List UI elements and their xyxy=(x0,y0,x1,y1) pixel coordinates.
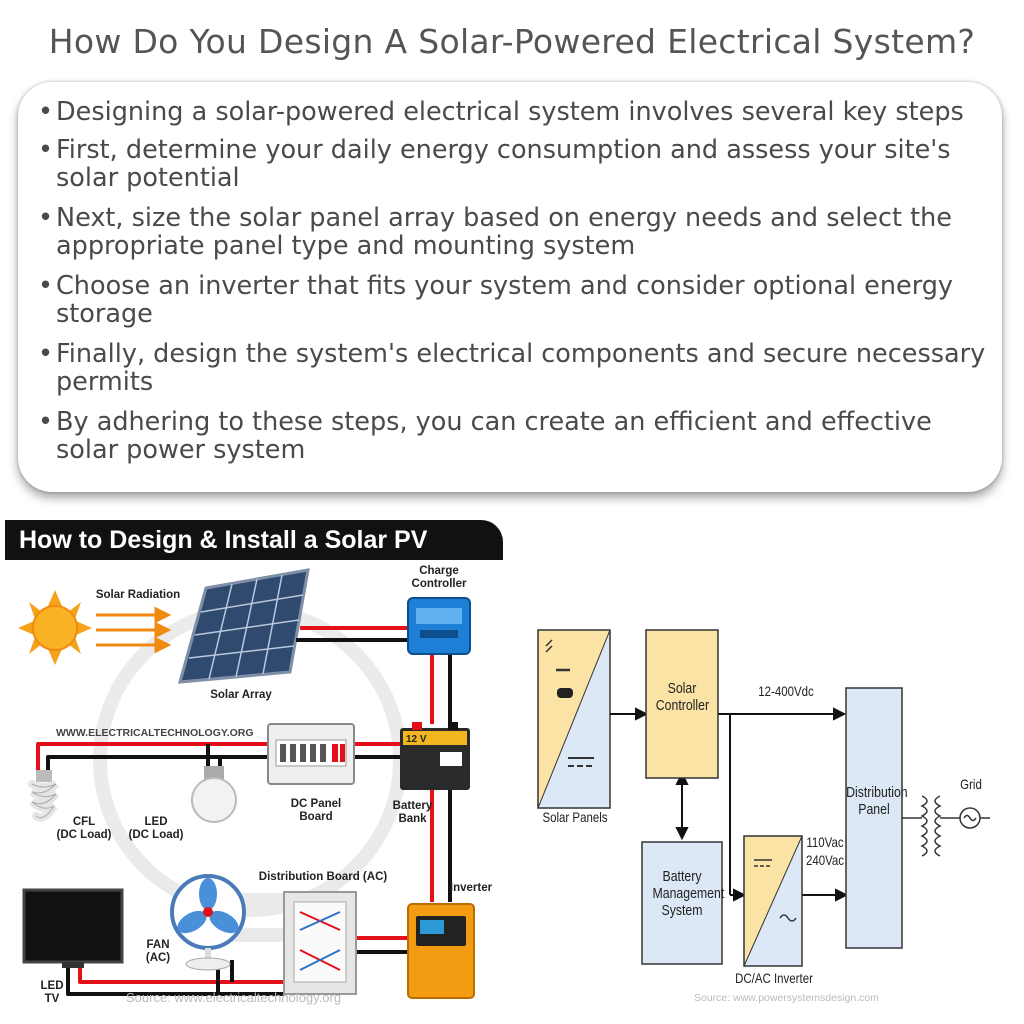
solar-array-label: Solar Array xyxy=(210,689,272,701)
website-label: WWW.ELECTRICALTECHNOLOGY.ORG xyxy=(56,727,254,739)
solar-panels-label: Solar Panels xyxy=(542,809,608,825)
right-source-label: Source: www.powersystemsdesign.com xyxy=(694,992,879,1004)
led-tv-icon xyxy=(22,888,124,968)
wire-dcpanel-loads-red xyxy=(36,742,268,770)
grid-source-icon xyxy=(959,807,990,829)
led-load-label: (DC Load) xyxy=(128,829,184,841)
fan-ac-label: (AC) xyxy=(145,952,171,964)
bullet-item: Choose an inverter that fits your system… xyxy=(38,272,998,328)
grid-label: Grid xyxy=(960,776,982,792)
battery-bank-label: Battery Bank xyxy=(392,800,433,825)
inverter-icon xyxy=(407,903,475,999)
wire-distribution-tv-red xyxy=(78,966,284,984)
transformer-icon xyxy=(902,795,960,857)
cfl-load-label: (DC Load) xyxy=(56,829,112,841)
bullet-item: By adhering to these steps, you can crea… xyxy=(38,408,998,464)
cfl-label: CFL xyxy=(72,816,96,828)
dc-panel-board-label: DC Panel Board xyxy=(290,798,342,823)
solar-array-icon xyxy=(177,568,310,684)
solar-controller-label: Solar Controller xyxy=(655,680,710,714)
bullet-item: Next, size the solar panel array based o… xyxy=(38,204,998,260)
left-source-label: Source: www.electricaltechnology.org xyxy=(126,990,342,1005)
summary-bullet-list: Designing a solar-powered electrical sys… xyxy=(38,98,998,476)
battery-voltage-label: 12 V xyxy=(406,734,427,745)
fan-label: FAN xyxy=(146,939,170,951)
ac-voltage-110-label: 110Vac xyxy=(806,834,844,850)
charge-controller-icon xyxy=(407,597,471,655)
solar-panels-block xyxy=(537,629,611,809)
bullet-item: Designing a solar-powered electrical sys… xyxy=(38,98,998,126)
sun-icon xyxy=(18,590,92,665)
distribution-board-label: Distribution Board (AC) xyxy=(258,871,388,883)
led-tv-label: LED TV xyxy=(40,980,64,1005)
led-label: LED xyxy=(144,816,168,828)
battery-icon xyxy=(400,722,470,790)
dc-panel-board-icon xyxy=(267,723,355,785)
fan-icon xyxy=(170,874,246,971)
cfl-bulb-icon xyxy=(28,770,60,822)
solar-radiation-label: Solar Radiation xyxy=(95,589,181,601)
photodiode-icon xyxy=(545,639,553,653)
battery-management-label: Battery Management System xyxy=(652,868,725,919)
battery-management-block xyxy=(641,841,723,965)
inverter-label-right: DC/AC Inverter xyxy=(735,970,813,986)
led-bulb-icon xyxy=(191,766,237,823)
inverter-block xyxy=(743,835,803,967)
charge-controller-label: Charge Controller xyxy=(411,565,467,590)
install-diagram-banner: How to Design & Install a Solar PV Syste… xyxy=(5,520,503,594)
page-title: How Do You Design A Solar-Powered Electr… xyxy=(48,22,976,61)
dc-voltage-label: 12-400Vdc xyxy=(758,683,814,699)
wire-distribution-tv-black xyxy=(66,966,284,996)
distribution-panel-block xyxy=(845,687,903,949)
radiation-arrows-icon xyxy=(96,606,172,654)
inverter-label: Inverter xyxy=(449,882,493,894)
distribution-board-icon xyxy=(283,891,357,995)
right-block-diagram xyxy=(537,629,990,967)
bullet-item: First, determine your daily energy consu… xyxy=(38,136,998,192)
bullet-item: Finally, design the system's electrical … xyxy=(38,340,998,396)
wire-dcpanel-loads-black xyxy=(46,755,268,770)
solar-controller-block xyxy=(645,629,719,779)
distribution-panel-label: Distribution Panel xyxy=(846,784,908,818)
ac-voltage-240-label: 240Vac xyxy=(805,852,845,868)
